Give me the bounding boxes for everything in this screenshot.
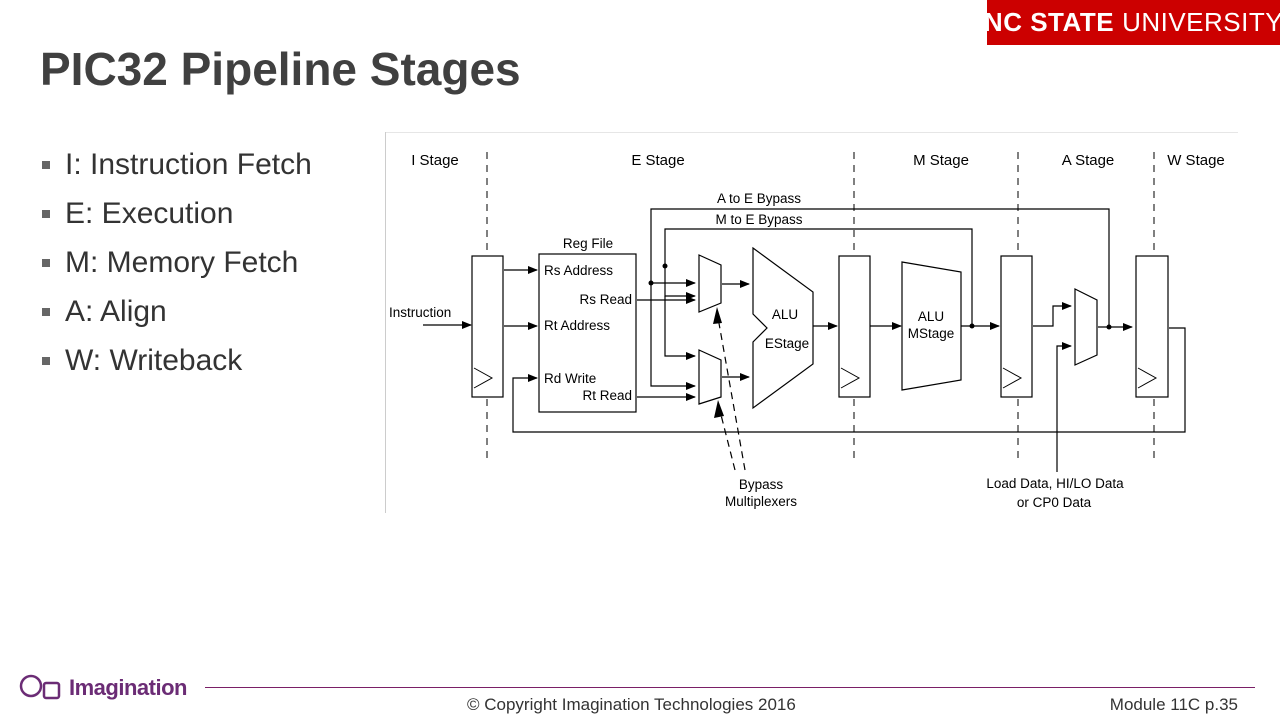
rd-write-label: Rd Write: [544, 371, 596, 386]
page-number: Module 11C p.35: [1109, 695, 1238, 714]
ncsu-logo: NC STATE UNIVERSITY: [983, 0, 1280, 45]
bypass-multiplexers: [698, 254, 722, 405]
pipeline-diagram: I Stage E Stage M Stage A Stage W Stage …: [385, 132, 1238, 513]
alu-m-stage: [901, 261, 962, 391]
rt-read-label: Rt Read: [582, 388, 632, 403]
reg-file: [538, 253, 637, 413]
bullet-item: M: Memory Fetch: [42, 238, 312, 287]
lower-bypass-mux: [698, 349, 722, 405]
stage-label-a: A Stage: [1062, 152, 1115, 169]
bullet-text: W: Writeback: [65, 344, 243, 377]
bypass-mux-label-line1: Bypass: [739, 477, 784, 492]
imagination-logo-text: Imagination: [69, 675, 187, 700]
bypass-pointer-arrows: [716, 311, 746, 471]
rs-address-label: Rs Address: [544, 263, 613, 278]
m-to-e-bypass-label: M to E Bypass: [715, 212, 802, 227]
m-a-pipeline-register: [1000, 255, 1033, 398]
bypass-pointer-head-lower: [714, 400, 724, 418]
bullet-item: I: Instruction Fetch: [42, 140, 312, 189]
alu-e-stage: [752, 246, 814, 410]
bullet-text: M: Memory Fetch: [65, 246, 299, 279]
align-mux: [1074, 288, 1098, 366]
bullet-square-icon: [42, 307, 50, 316]
a-to-e-bypass-label: A to E Bypass: [717, 191, 801, 206]
reg-file-labels: Reg File Rs Address Rs Read Rt Address R…: [544, 236, 632, 403]
stage-label-i: I Stage: [411, 152, 459, 169]
bypass-mux-label-line2: Multiplexers: [725, 494, 797, 509]
bullet-list: I: Instruction Fetch E: Execution M: Mem…: [42, 140, 312, 385]
upper-bypass-mux: [698, 254, 722, 313]
slide-title: PIC32 Pipeline Stages: [40, 43, 521, 95]
footer-divider: [205, 687, 1255, 688]
bullet-square-icon: [42, 209, 50, 218]
alu-m-stage-label: MStage: [908, 326, 955, 341]
load-data-label-line1: Load Data, HI/LO Data: [986, 476, 1124, 491]
bypass-pointer-head-upper: [713, 307, 722, 324]
bullet-item: E: Execution: [42, 189, 312, 238]
alu-e-stage-label: EStage: [765, 336, 809, 351]
copyright-text: © Copyright Imagination Technologies 201…: [467, 695, 796, 714]
alu-e-label: ALU: [772, 307, 798, 322]
rt-address-label: Rt Address: [544, 318, 610, 333]
rs-read-label: Rs Read: [579, 292, 632, 307]
bullet-item: A: Align: [42, 287, 312, 336]
i-pipeline-register: [471, 255, 504, 398]
stage-label-w: W Stage: [1167, 152, 1225, 169]
reg-file-title: Reg File: [563, 236, 613, 251]
bullet-text: E: Execution: [65, 197, 234, 230]
stage-label-m: M Stage: [913, 152, 969, 169]
bullet-square-icon: [42, 160, 50, 169]
wiring: [423, 208, 1186, 472]
e-m-pipeline-register: [838, 255, 871, 398]
imagination-logo: Imagination: [19, 673, 187, 703]
brand-bold: NC STATE: [983, 7, 1115, 37]
bullet-square-icon: [42, 356, 50, 365]
instruction-label: Instruction: [389, 305, 451, 320]
load-data-label-line2: or CP0 Data: [1017, 495, 1092, 510]
stage-label-e: E Stage: [631, 152, 684, 169]
bullet-text: I: Instruction Fetch: [65, 148, 312, 181]
bullet-square-icon: [42, 258, 50, 267]
brand-rest: UNIVERSITY: [1122, 7, 1280, 37]
alu-m-label: ALU: [918, 309, 944, 324]
stage-labels: I Stage E Stage M Stage A Stage W Stage: [411, 152, 1225, 169]
imagination-logo-icon: [19, 674, 61, 700]
junction-dots: [648, 263, 1112, 330]
pipeline-diagram-svg: I Stage E Stage M Stage A Stage W Stage …: [385, 132, 1238, 513]
w-pipeline-register: [1135, 255, 1169, 398]
bullet-item: W: Writeback: [42, 336, 312, 385]
bullet-text: A: Align: [65, 295, 167, 328]
